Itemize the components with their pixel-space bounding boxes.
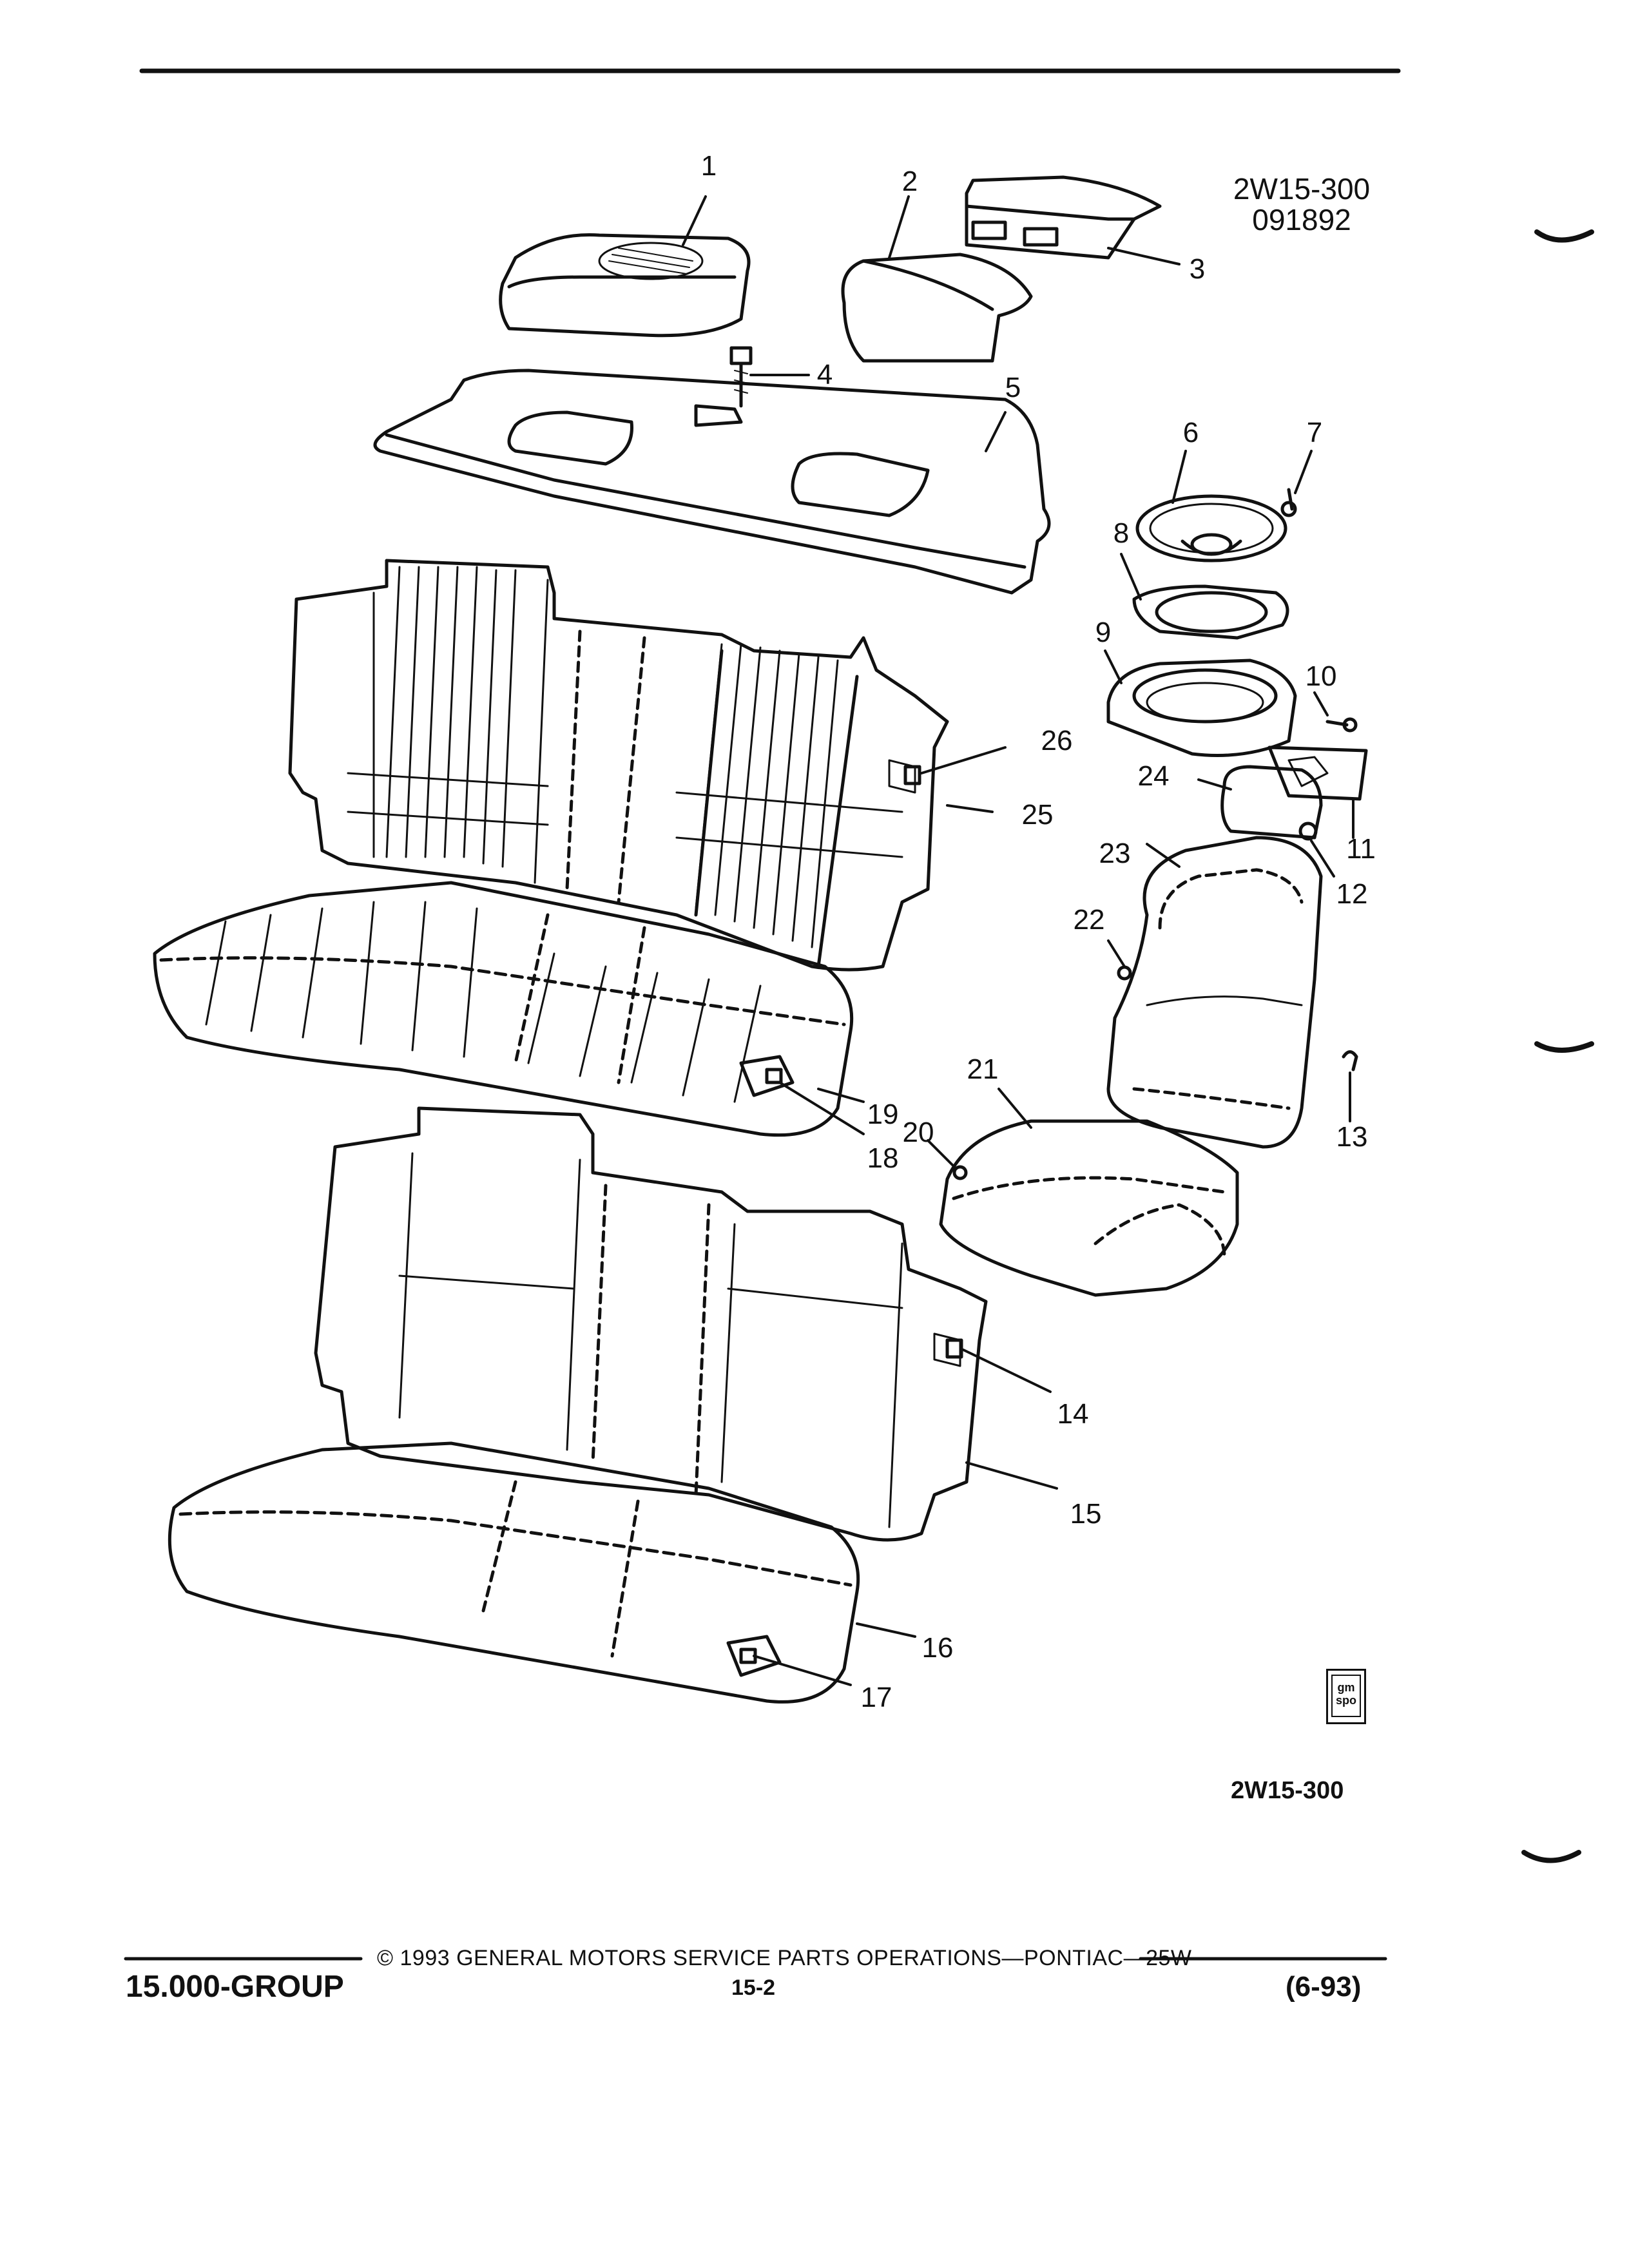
callout-4: 4 xyxy=(816,359,833,390)
callout-3: 3 xyxy=(1189,253,1206,285)
part-13-clip xyxy=(1342,1050,1358,1072)
callout-12: 12 xyxy=(1336,878,1368,910)
part-10-screw xyxy=(1325,717,1358,733)
part-20-fastener xyxy=(952,1165,968,1180)
callout-23: 23 xyxy=(1099,838,1131,869)
callout-19: 19 xyxy=(867,1099,899,1130)
part-15-rear-seat-back-lower xyxy=(314,1106,988,1542)
footer-date: (6-93) xyxy=(1286,1971,1362,2003)
figure-date-code: 091892 xyxy=(1252,203,1351,236)
callout-18: 18 xyxy=(867,1142,899,1174)
part-4-fastener xyxy=(729,346,753,408)
figure-code-bottom: 2W15-300 xyxy=(1231,1777,1344,1804)
part-11-latch xyxy=(1268,745,1368,801)
part-5-package-shelf xyxy=(373,369,1051,595)
part-24-headrest xyxy=(1220,765,1323,840)
callout-25: 25 xyxy=(1021,799,1054,831)
callout-22: 22 xyxy=(1073,904,1105,936)
part-26-fastener xyxy=(903,765,921,785)
logo-line1: gm xyxy=(1337,1681,1355,1694)
part-9-speaker-tray xyxy=(1106,658,1297,757)
callout-8: 8 xyxy=(1113,517,1130,549)
callout-21: 21 xyxy=(967,1053,999,1085)
part-3-module xyxy=(965,175,1162,260)
part-6-speaker xyxy=(1135,494,1287,562)
edge-mark-1 xyxy=(1534,229,1594,243)
part-19-rear-seat-cushion-upper xyxy=(153,881,854,1137)
callout-26: 26 xyxy=(1041,725,1073,756)
footer-copyright: © 1993 GENERAL MOTORS SERVICE PARTS OPER… xyxy=(377,1946,1192,1970)
callout-6: 6 xyxy=(1182,417,1199,448)
part-21-bucket-seat-cushion xyxy=(939,1119,1239,1297)
callout-24: 24 xyxy=(1137,760,1170,792)
part-22-fastener xyxy=(1117,965,1132,981)
callout-11: 11 xyxy=(1346,833,1376,865)
part-7-screw xyxy=(1280,488,1297,517)
callout-16: 16 xyxy=(921,1632,954,1664)
callout-9: 9 xyxy=(1095,617,1112,648)
gm-spo-logo: gm spo xyxy=(1326,1669,1366,1724)
part-23-bucket-seat-back xyxy=(1106,836,1323,1149)
callout-7: 7 xyxy=(1306,417,1323,448)
part-25-rear-seat-back-upper xyxy=(288,559,949,972)
footer-page-number: 15-2 xyxy=(731,1975,776,2000)
callout-2: 2 xyxy=(901,166,918,197)
part-1-speaker-enclosure xyxy=(499,233,751,338)
leader-lines xyxy=(682,195,1354,1686)
figure-code-top: 2W15-300 091892 xyxy=(1224,174,1379,235)
figure-code-line1: 2W15-300 xyxy=(1233,172,1371,206)
part-14-fastener xyxy=(945,1338,963,1359)
part-18-fastener xyxy=(765,1068,783,1084)
edge-mark-3 xyxy=(1521,1850,1581,1863)
part-2-cover xyxy=(841,253,1033,363)
footer-group: 15.000-GROUP xyxy=(126,1970,344,2004)
callout-15: 15 xyxy=(1070,1498,1102,1530)
edge-mark-2 xyxy=(1534,1041,1594,1053)
part-8-spacer-ring xyxy=(1132,584,1289,640)
callout-5: 5 xyxy=(1005,372,1021,403)
callout-20: 20 xyxy=(902,1117,934,1148)
callout-17: 17 xyxy=(860,1682,892,1713)
callout-10: 10 xyxy=(1305,660,1337,692)
callout-1: 1 xyxy=(700,150,717,182)
callout-14: 14 xyxy=(1057,1398,1089,1430)
logo-line2: spo xyxy=(1335,1694,1356,1707)
callout-13: 13 xyxy=(1336,1121,1368,1153)
part-12-guide xyxy=(1298,822,1318,841)
